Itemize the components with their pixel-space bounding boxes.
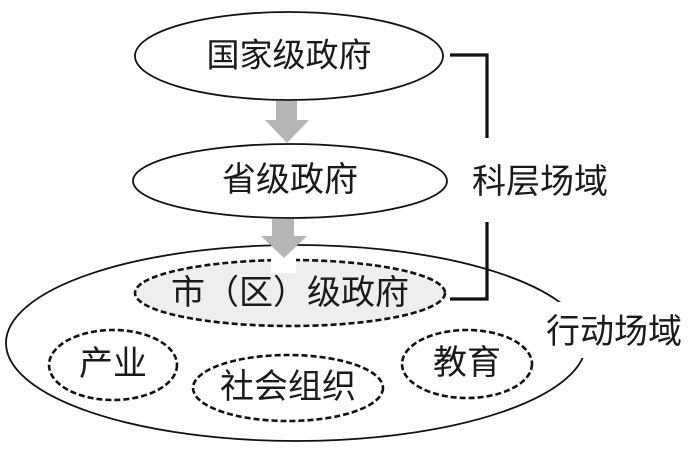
node-industry-label: 产业	[79, 344, 147, 384]
action-field-label-backing	[545, 302, 695, 358]
bureaucratic-field-bracket	[450, 53, 489, 301]
node-national-government: 国家级政府	[134, 11, 444, 101]
node-industry: 产业	[47, 328, 179, 402]
bureaucratic-field-label: 科层场域	[472, 162, 608, 202]
node-national-government-label: 国家级政府	[207, 36, 372, 75]
node-social-organization-label: 社会组织	[220, 367, 356, 407]
node-provincial-government: 省级政府	[132, 143, 448, 219]
action-field-label: 行动场域	[546, 312, 682, 352]
arrow-provincial-to-city	[261, 219, 307, 258]
node-social-organization: 社会组织	[191, 353, 385, 423]
node-provincial-government-label: 省级政府	[222, 160, 358, 200]
arrow-national-to-provincial	[265, 101, 309, 143]
node-education-label: 教育	[433, 343, 501, 383]
city-node-top-gap	[271, 257, 296, 273]
node-education: 教育	[400, 328, 534, 400]
node-city-government-label: 市（区）级政府	[171, 273, 409, 313]
node-city-government: 市（区）级政府	[133, 257, 447, 328]
